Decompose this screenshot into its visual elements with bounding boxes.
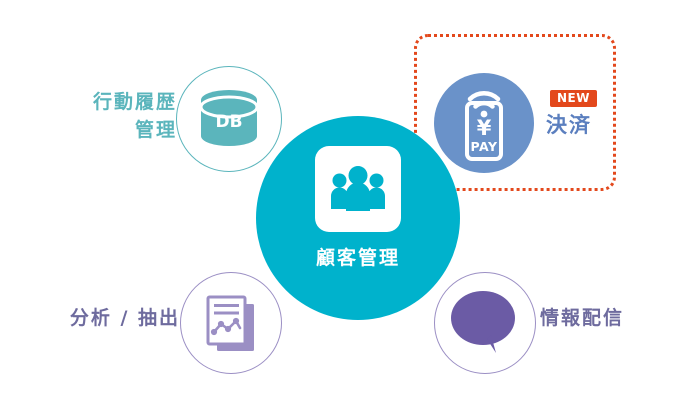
center-node-customer-management[interactable]: 顧客管理 bbox=[256, 116, 460, 320]
mobile-payment-icon: ¥ PAY bbox=[465, 91, 503, 161]
information-delivery-label: 情報配信 bbox=[540, 307, 625, 329]
behavior-history-node[interactable]: DB bbox=[176, 66, 282, 172]
svg-text:¥: ¥ bbox=[477, 116, 492, 140]
information-delivery-node[interactable] bbox=[434, 272, 536, 374]
payment-highlight-box bbox=[414, 34, 616, 191]
payment-node[interactable]: ¥ PAY bbox=[434, 73, 534, 173]
center-node-label: 顧客管理 bbox=[315, 247, 400, 269]
svg-text:PAY: PAY bbox=[470, 139, 497, 154]
payment-label: 決済 bbox=[546, 113, 592, 137]
center-icon-box bbox=[315, 146, 401, 232]
database-icon: DB bbox=[199, 90, 259, 146]
payment-new-badge: NEW bbox=[550, 90, 597, 107]
svg-text:DB: DB bbox=[215, 112, 242, 132]
people-group-icon bbox=[331, 166, 385, 211]
analysis-extraction-label: 分析 / 抽出 bbox=[69, 307, 180, 329]
behavior-history-label: 行動履歴 管理 bbox=[92, 91, 177, 141]
document-chart-icon bbox=[206, 295, 254, 351]
analysis-extraction-node[interactable] bbox=[180, 272, 282, 374]
speech-bubble-icon bbox=[451, 291, 515, 353]
